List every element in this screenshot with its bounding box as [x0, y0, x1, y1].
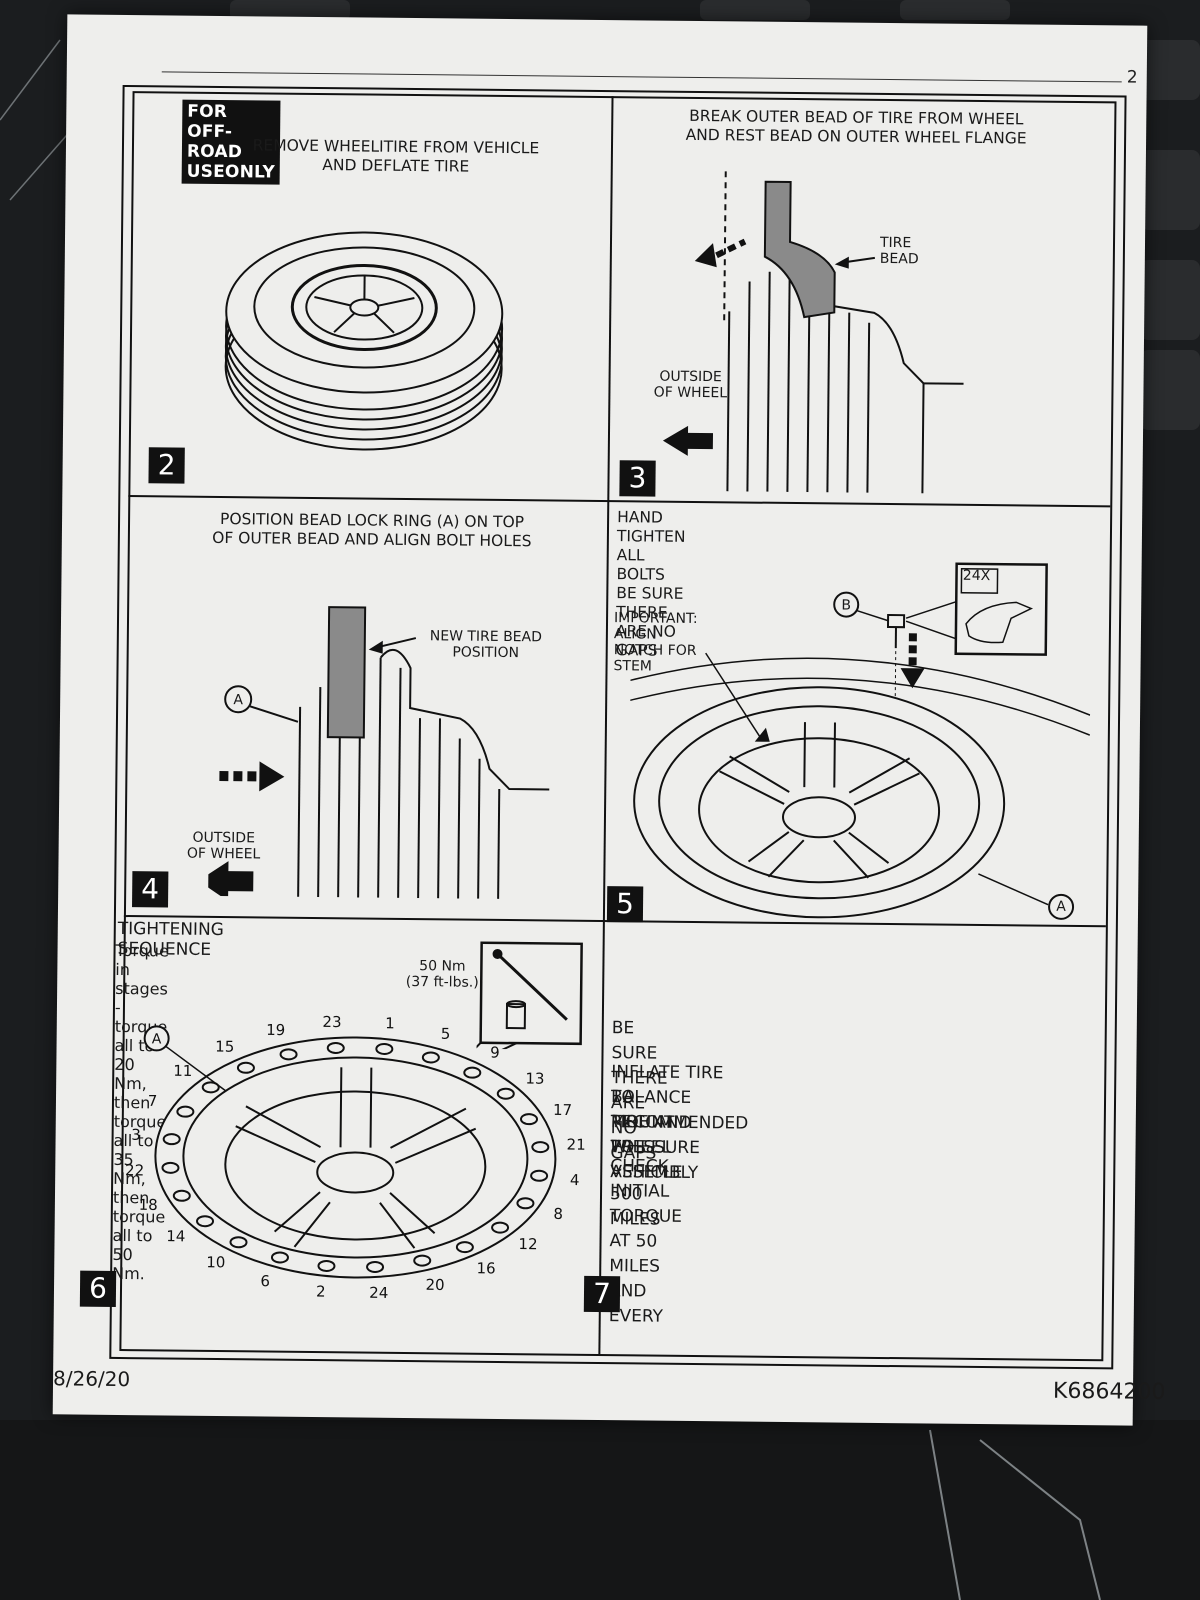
bolt-hole [531, 1141, 550, 1154]
bolt-hole [196, 1215, 215, 1228]
sequence-number: 24 [369, 1284, 388, 1302]
step-7-line-6: 500 MILES [609, 1184, 661, 1230]
tire-bead-label: TIRE BEAD [879, 234, 919, 268]
sequence-number: 7 [148, 1092, 158, 1110]
bolt-hole [201, 1081, 220, 1094]
bolt-hole [172, 1189, 191, 1202]
instruction-sheet: 2 FOR OFF-ROAD USEONLY REMOVE WHEELITIRE… [52, 14, 1166, 1426]
tire-wheel-illustration [224, 231, 504, 451]
bolt-hole [413, 1254, 432, 1267]
page-number: 2 [1126, 67, 1138, 88]
header-rule [161, 71, 1122, 83]
bolt-hole [161, 1161, 180, 1174]
step-3-outside-label: OUTSIDE OF WHEEL [653, 368, 728, 402]
bead-lock-ring-illustration [208, 606, 550, 900]
step-5-number: 5 [606, 886, 644, 923]
step-2-caption: REMOVE WHEELITIRE FROM VEHICLE AND DEFLA… [252, 136, 540, 176]
document-date: 8/26/20 [52, 1366, 131, 1392]
sequence-number: 17 [553, 1101, 572, 1119]
sequence-number: 3 [131, 1126, 141, 1144]
sequence-number: 11 [173, 1062, 192, 1080]
step-6-number: 6 [79, 1270, 117, 1307]
step-3-number: 3 [619, 460, 656, 497]
step-4-outside-label: OUTSIDE OF WHEEL [186, 829, 261, 863]
step-7-number: 7 [583, 1275, 621, 1313]
sequence-number: 21 [567, 1135, 586, 1153]
bolt-hole [279, 1048, 298, 1061]
sequence-number: 9 [490, 1044, 500, 1062]
bolt-hole [463, 1066, 482, 1079]
bolt-hole [516, 1197, 535, 1210]
step-4-callout-a: A [233, 692, 244, 709]
step-3-caption: BREAK OUTER BEAD OF TIRE FROM WHEEL AND … [685, 106, 1027, 148]
sequence-number: 13 [525, 1070, 544, 1088]
bead-break-illustration [662, 171, 964, 494]
sequence-number: 14 [166, 1227, 185, 1245]
bolt-hole [520, 1113, 539, 1126]
step-4-number: 4 [132, 871, 169, 908]
sequence-number: 18 [139, 1196, 158, 1214]
bolt-hole [236, 1061, 255, 1074]
bolt-hole [491, 1221, 510, 1234]
bead-lock-bolt-illustration [630, 562, 1091, 920]
bolt-hole [455, 1241, 474, 1254]
sequence-number: 20 [425, 1276, 444, 1294]
step-6-callout-a: A [152, 1031, 162, 1047]
sequence-number: 10 [206, 1253, 225, 1271]
step-5-callout-a: A [1056, 898, 1066, 915]
torque-wrench-icon [476, 941, 583, 1050]
bolt-hole [375, 1042, 394, 1055]
bolt-hole [162, 1133, 181, 1146]
sequence-number: 2 [316, 1283, 326, 1301]
sequence-number: 1 [385, 1014, 395, 1032]
sequence-number: 6 [260, 1272, 270, 1290]
bolt-hole [176, 1105, 195, 1118]
step-2-number: 2 [148, 447, 185, 484]
sequence-number: 19 [266, 1021, 285, 1039]
sequence-number: 15 [215, 1037, 234, 1055]
sequence-number: 16 [476, 1259, 495, 1277]
step-5-callout-b: B [841, 597, 852, 614]
part-number: K6864200 [1052, 1378, 1166, 1405]
bolt-hole [421, 1051, 440, 1064]
bolt-hole [270, 1251, 289, 1264]
sequence-number: 23 [322, 1013, 341, 1031]
bolt-hole [366, 1260, 385, 1273]
bolt-hole [317, 1259, 336, 1272]
important-align-note: IMPORTANT: ALIGN NOTCH FOR STEM [613, 610, 698, 675]
sequence-number: 12 [518, 1235, 537, 1253]
step-4-caption: POSITION BEAD LOCK RING (A) ON TOP OF OU… [212, 510, 532, 551]
bolt-hole [229, 1236, 248, 1249]
sequence-number: 8 [553, 1205, 563, 1223]
bolt-quantity: 24X [962, 567, 991, 585]
sequence-number: 5 [441, 1025, 451, 1043]
bolt-hole [326, 1041, 345, 1054]
bolt-hole [496, 1087, 515, 1100]
sequence-number: 22 [125, 1161, 144, 1179]
new-tire-bead-label: NEW TIRE BEAD POSITION [429, 628, 543, 662]
sequence-number: 4 [570, 1171, 580, 1189]
bolt-hole [530, 1169, 549, 1182]
